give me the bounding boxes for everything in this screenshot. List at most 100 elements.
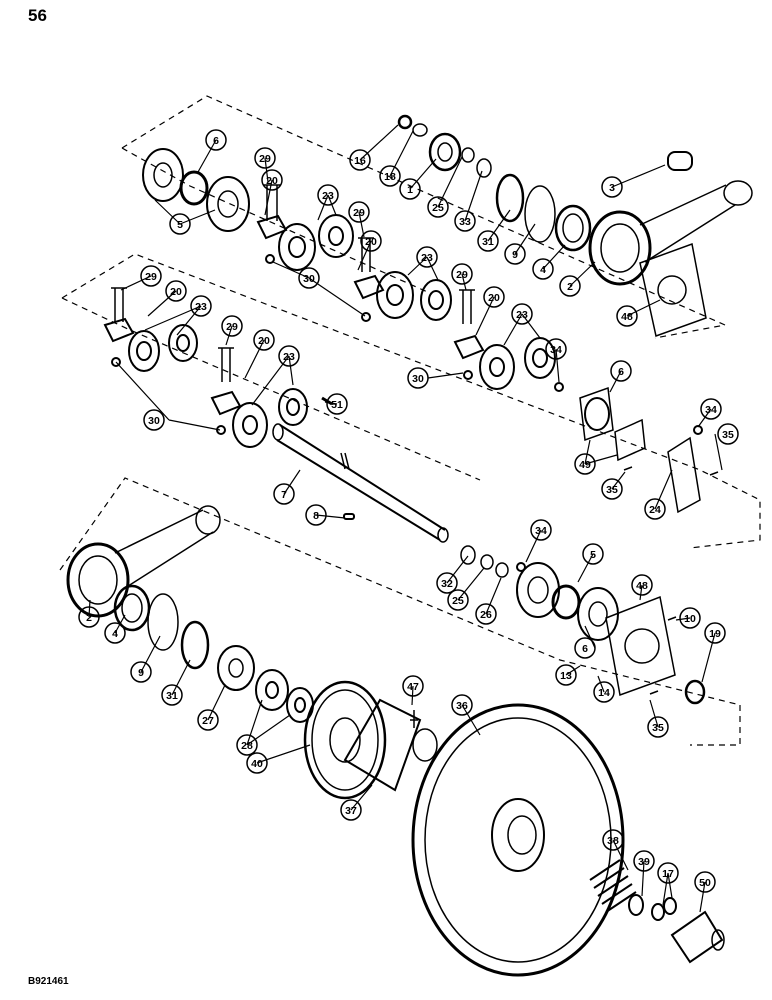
svg-text:35: 35	[722, 429, 734, 441]
callout-23: 23	[190, 295, 212, 317]
svg-text:36: 36	[456, 700, 468, 712]
svg-text:35: 35	[606, 484, 618, 496]
callout-47: 47	[402, 675, 424, 697]
callout-5: 5	[169, 213, 191, 235]
svg-text:23: 23	[322, 190, 334, 202]
svg-text:34: 34	[705, 404, 717, 416]
callout-29: 29	[221, 315, 243, 337]
callout-19: 19	[704, 622, 726, 644]
lower-connecting-rod	[66, 505, 221, 618]
svg-text:19: 19	[709, 628, 721, 640]
svg-text:6: 6	[582, 643, 588, 655]
callout-6: 6	[205, 129, 227, 151]
callout-20: 20	[253, 329, 275, 351]
callout-30: 30	[298, 267, 320, 289]
svg-text:48: 48	[621, 311, 633, 323]
cushions-28	[255, 669, 314, 723]
svg-text:29: 29	[456, 269, 468, 281]
upper-flange-bearing	[142, 148, 250, 232]
svg-text:7: 7	[281, 489, 287, 501]
svg-text:9: 9	[512, 249, 518, 261]
svg-text:13: 13	[560, 670, 572, 682]
svg-text:1: 1	[407, 184, 413, 196]
svg-text:23: 23	[283, 351, 295, 363]
washer-39	[628, 894, 644, 916]
svg-text:32: 32	[441, 578, 453, 590]
lower-bearing-stack	[113, 545, 509, 670]
svg-text:5: 5	[177, 219, 183, 231]
callout-24: 24	[644, 498, 666, 520]
mounting-plate-48-upper	[639, 242, 707, 337]
callout-23: 23	[511, 303, 533, 325]
svg-text:8: 8	[313, 510, 319, 522]
svg-text:18: 18	[384, 171, 396, 183]
callout-13: 13	[555, 664, 577, 686]
callout-2: 2	[78, 606, 100, 628]
svg-text:20: 20	[170, 286, 182, 298]
callout-27: 27	[197, 709, 219, 731]
callout-32: 32	[436, 572, 458, 594]
callout-16: 16	[349, 149, 371, 171]
callout-3: 3	[601, 176, 623, 198]
svg-text:30: 30	[148, 415, 160, 427]
svg-text:16: 16	[354, 155, 366, 167]
grease-fitting-47	[410, 710, 418, 728]
svg-text:20: 20	[488, 292, 500, 304]
svg-text:37: 37	[345, 805, 357, 817]
callout-6: 6	[610, 360, 632, 382]
page-number: 56	[28, 6, 47, 25]
svg-text:34: 34	[535, 525, 547, 537]
callout-40: 40	[246, 752, 268, 774]
callout-48: 48	[616, 305, 638, 327]
bushing-3	[667, 151, 693, 171]
callout-5: 5	[582, 543, 604, 565]
callout-29: 29	[140, 265, 162, 287]
callout-7: 7	[273, 483, 295, 505]
svg-text:33: 33	[459, 216, 471, 228]
callout-38: 38	[602, 829, 624, 851]
callout-9: 9	[130, 661, 152, 683]
callout-34: 34	[530, 519, 552, 541]
callout-48: 48	[631, 574, 653, 596]
callout-18: 18	[379, 165, 401, 187]
screws	[623, 466, 719, 695]
svg-text:31: 31	[482, 236, 494, 248]
washer-19	[684, 679, 706, 705]
flywheel-36	[411, 703, 625, 977]
upper-bearing-stack	[397, 114, 592, 252]
svg-text:48: 48	[636, 580, 648, 592]
callout-2: 2	[559, 275, 581, 297]
callout-23: 23	[317, 184, 339, 206]
pinion-gears	[128, 214, 556, 448]
callout-23: 23	[416, 246, 438, 268]
callout-36: 36	[451, 694, 473, 716]
clutch-hub-27	[217, 645, 255, 691]
svg-text:38: 38	[607, 835, 619, 847]
svg-text:30: 30	[303, 273, 315, 285]
svg-text:29: 29	[145, 271, 157, 283]
svg-text:50: 50	[699, 877, 711, 889]
callout-34: 34	[545, 338, 567, 360]
callout-35: 35	[601, 478, 623, 500]
callout-34: 34	[700, 398, 722, 420]
svg-text:10: 10	[684, 613, 696, 625]
callout-20: 20	[360, 230, 382, 252]
lower-flange-bearing	[516, 562, 619, 641]
callout-49: 49	[574, 453, 596, 475]
svg-text:6: 6	[618, 366, 624, 378]
callout-9: 9	[504, 243, 526, 265]
support-bracket-24	[667, 436, 701, 514]
callout-10: 10	[679, 607, 701, 629]
callout-17: 17	[657, 862, 679, 884]
callout-29: 29	[348, 201, 370, 223]
svg-text:20: 20	[258, 335, 270, 347]
cap-50	[670, 910, 725, 964]
svg-text:35: 35	[652, 722, 664, 734]
callout-30: 30	[143, 409, 165, 431]
callout-1: 1	[399, 178, 421, 200]
assembly-boundaries	[59, 95, 761, 746]
callout-30: 30	[407, 367, 429, 389]
callout-50: 50	[694, 871, 716, 893]
callout-14: 14	[593, 681, 615, 703]
